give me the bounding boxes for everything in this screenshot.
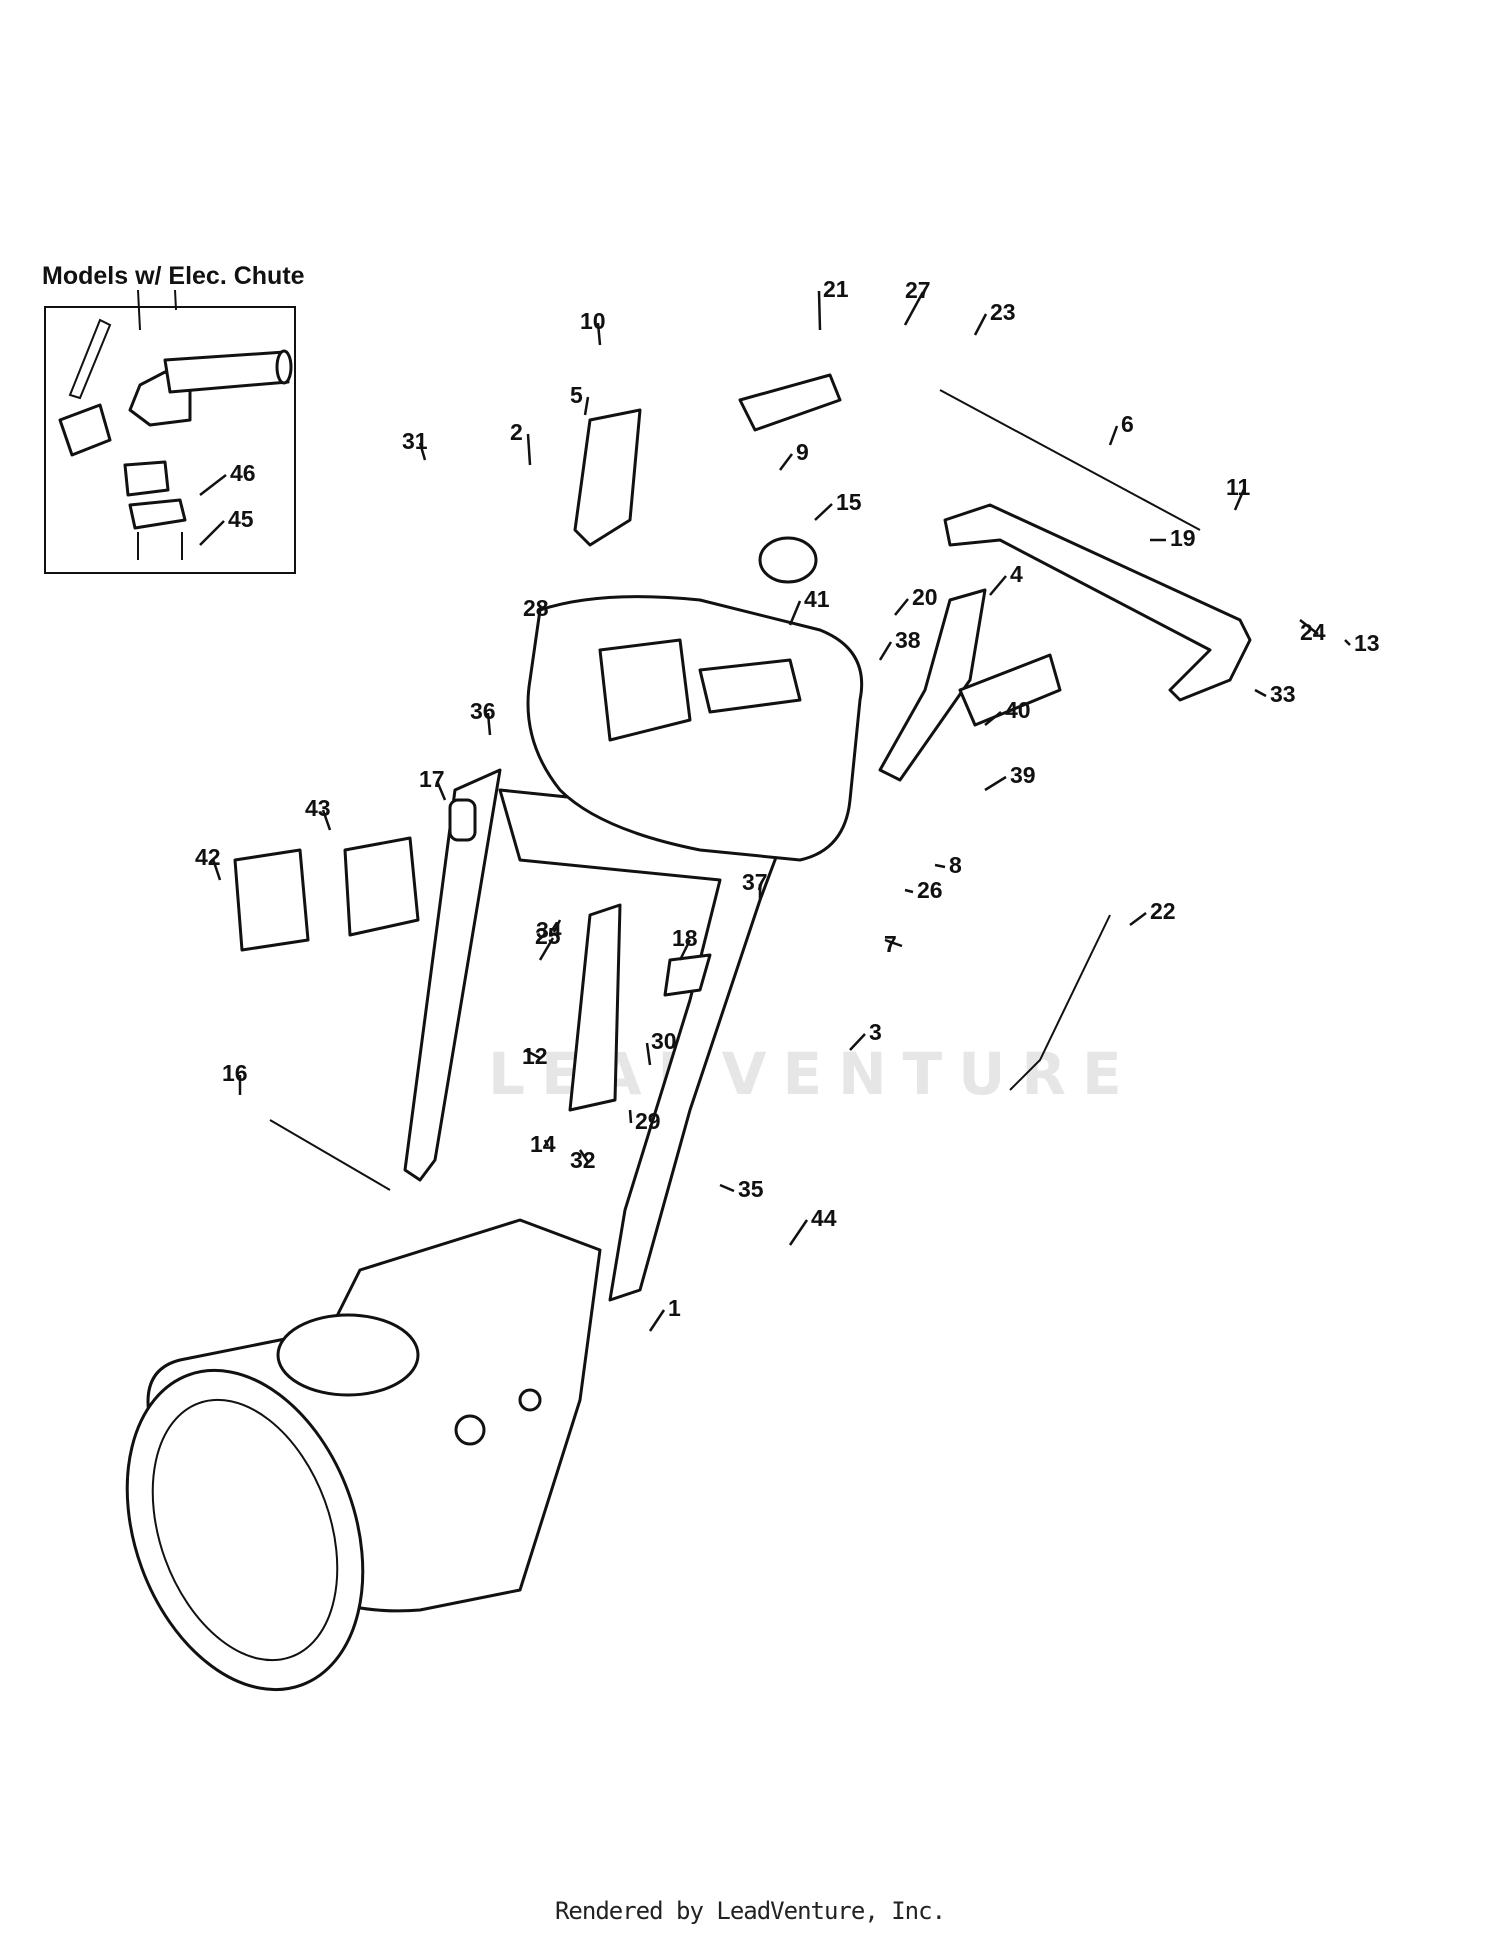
- callout-label: 10: [580, 308, 606, 334]
- callout-label: 41: [804, 586, 830, 612]
- callout-label: 16: [222, 1060, 248, 1086]
- callout-label: 27: [905, 277, 931, 303]
- callout-label: 9: [796, 439, 809, 465]
- callout-label: 18: [672, 925, 698, 951]
- callout-label: 24: [1300, 619, 1326, 645]
- callout-leader: [817, 290, 822, 331]
- callout-leader: [904, 888, 914, 894]
- callout-leader: [1254, 688, 1267, 698]
- callout-leader: [814, 503, 833, 521]
- callout-label: 4: [1010, 561, 1023, 587]
- callout-leader: [1129, 912, 1147, 926]
- callout-label: 45: [228, 506, 254, 532]
- callout-label: 7: [884, 931, 897, 957]
- inset-elec-chute-drawing: [58, 289, 293, 560]
- callout-leader: [984, 775, 1007, 792]
- callout-leader: [1299, 619, 1319, 635]
- callout-label: 15: [836, 489, 862, 515]
- callout-leader: [538, 937, 555, 961]
- callout-leader: [645, 1042, 652, 1066]
- footer-credit: Rendered by LeadVenture, Inc.: [554, 1897, 946, 1925]
- callout-leader: [199, 474, 227, 496]
- callout-label: 17: [419, 766, 445, 792]
- callout-leader: [984, 711, 1002, 726]
- callout-leader: [989, 575, 1007, 596]
- callout-label: 21: [823, 276, 849, 302]
- callout-leader: [934, 863, 946, 869]
- callout-label: 40: [1005, 697, 1031, 723]
- callout-label: 19: [1170, 525, 1196, 551]
- handle-frame-drawing: [125, 373, 1252, 1692]
- callout-label: 23: [990, 299, 1016, 325]
- callout-leader: [973, 313, 988, 336]
- callout-layer: 1234567891011121314151617181920212223242…: [195, 276, 1380, 1332]
- callout-leader: [788, 1219, 809, 1246]
- callout-label: 42: [195, 844, 221, 870]
- callout-leader: [628, 1109, 633, 1124]
- callout-leader: [578, 1149, 590, 1163]
- callout-leader: [849, 1033, 866, 1051]
- callout-label: 12: [522, 1043, 548, 1069]
- callout-leader: [719, 1183, 735, 1193]
- callout-label: 38: [895, 627, 921, 653]
- callout-label: 5: [570, 382, 583, 408]
- callout-label: 14: [530, 1131, 556, 1157]
- callout-label: 44: [811, 1205, 837, 1231]
- callout-label: 39: [1010, 762, 1036, 788]
- callout-label: 32: [570, 1147, 596, 1173]
- callout-leader: [903, 291, 925, 326]
- callout-leader: [435, 780, 447, 801]
- callout-label: 3: [869, 1019, 882, 1045]
- callout-leader: [884, 938, 903, 948]
- callout-label: 33: [1270, 681, 1296, 707]
- callout-leader: [596, 322, 602, 346]
- callout-label: 36: [470, 698, 496, 724]
- callout-leader: [894, 598, 909, 616]
- callout-leader: [526, 433, 532, 466]
- callout-leader: [648, 1309, 666, 1332]
- callout-label: 37: [742, 869, 768, 895]
- callout-leader: [486, 712, 492, 736]
- callout-label: 43: [305, 795, 331, 821]
- callout-label: 28: [523, 595, 549, 621]
- callout-label: 11: [1226, 474, 1251, 500]
- callout-leader: [878, 641, 893, 661]
- callout-label: 35: [738, 1176, 764, 1202]
- callout-label: 46: [230, 460, 256, 486]
- callout-leader: [1108, 425, 1119, 446]
- callout-leader: [788, 600, 802, 626]
- callout-leader: [779, 453, 793, 471]
- callout-label: 2: [510, 419, 523, 445]
- callout-label: 8: [949, 852, 962, 878]
- callout-leader: [678, 939, 692, 961]
- callout-leader: [1344, 639, 1351, 646]
- callout-leader: [418, 442, 427, 461]
- inset-box: [44, 306, 296, 574]
- callout-leader: [543, 1139, 550, 1147]
- callout-label: 30: [651, 1028, 677, 1054]
- callout-label: 13: [1354, 630, 1380, 656]
- callout-leader: [583, 396, 590, 416]
- callout-leader: [1233, 488, 1246, 511]
- callout-label: 26: [917, 877, 943, 903]
- callout-label: 20: [912, 584, 938, 610]
- callout-leader: [211, 858, 222, 881]
- callout-leader: [321, 809, 332, 831]
- callout-leader: [538, 604, 543, 611]
- callout-label: 6: [1121, 411, 1134, 437]
- callout-label: 29: [635, 1108, 661, 1134]
- callout-leader: [552, 919, 562, 933]
- callout-label: 1: [668, 1295, 681, 1321]
- callout-label: 22: [1150, 898, 1176, 924]
- callout-leader: [524, 1048, 541, 1060]
- callout-leader: [199, 520, 225, 546]
- callout-label: 34: [536, 917, 562, 943]
- callout-label: 31: [402, 428, 428, 454]
- inset-title: Models w/ Elec. Chute: [42, 262, 305, 290]
